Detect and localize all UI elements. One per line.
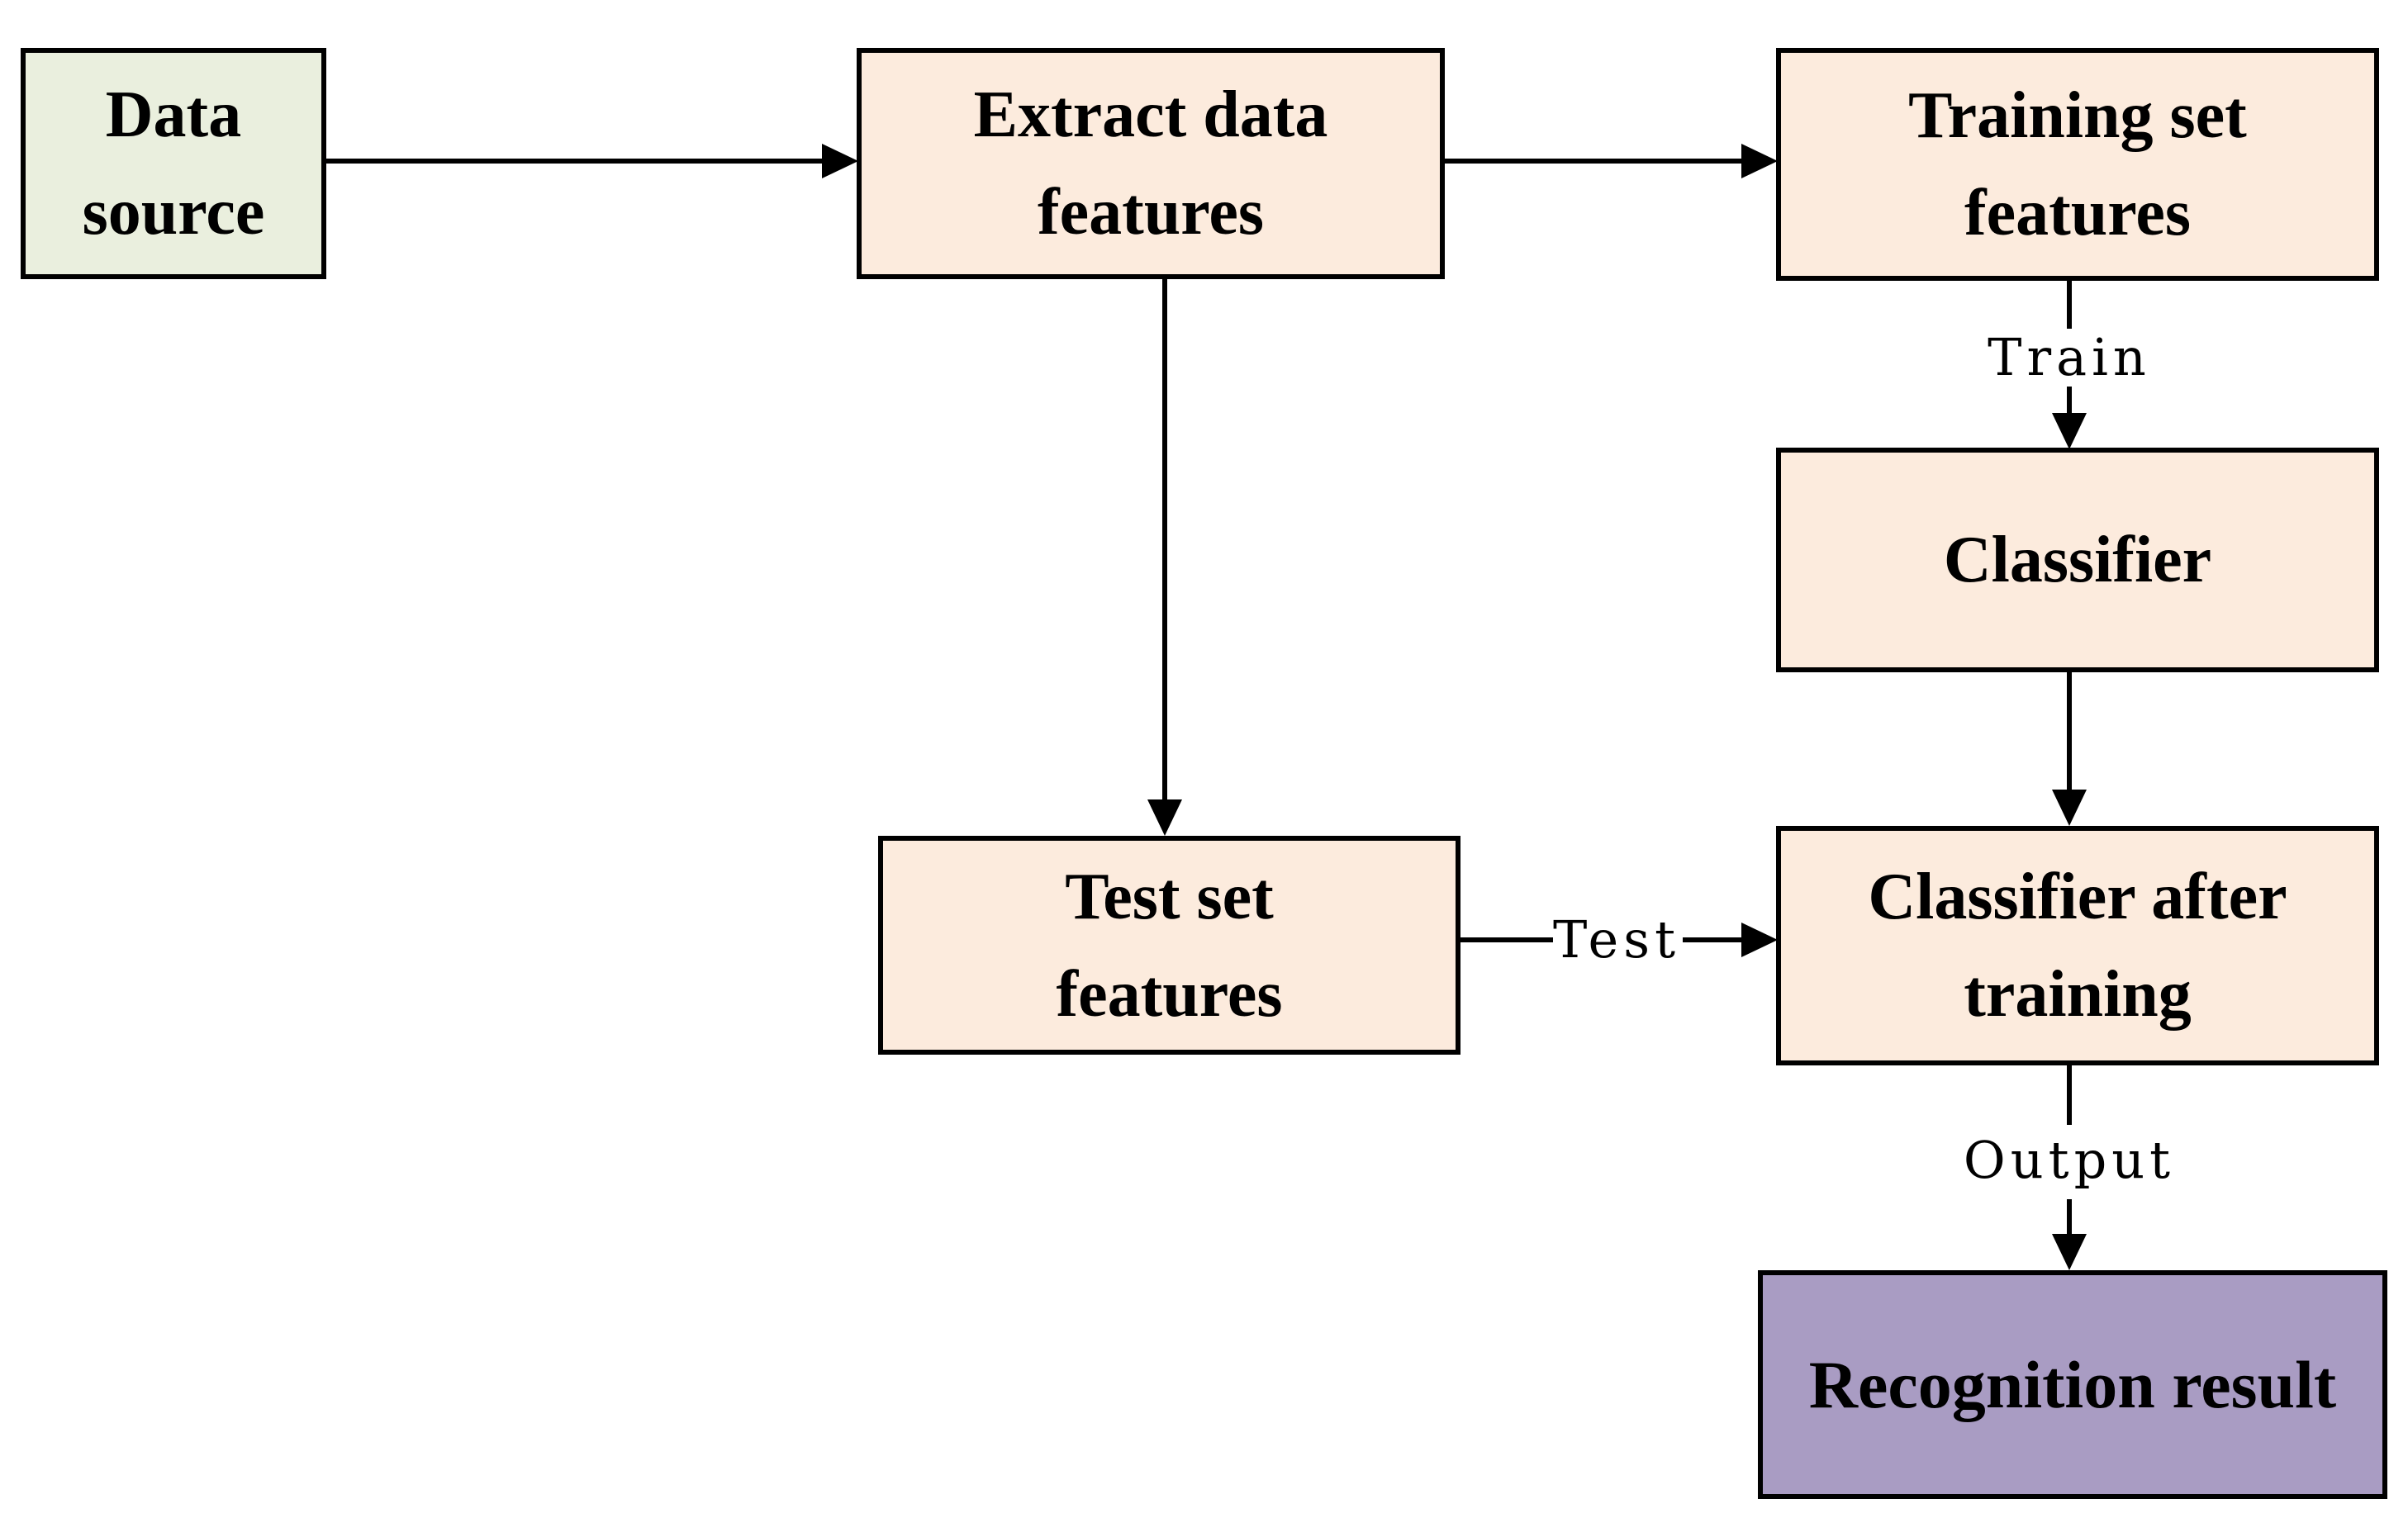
node-test-set-label-line1: Test set — [1065, 860, 1274, 933]
arrowhead-down-icon — [2052, 413, 2087, 449]
node-test-set-label-line2: features — [1056, 957, 1283, 1031]
arrow-extract-to-training-line — [1445, 159, 1743, 164]
node-classifier: Classifier — [1776, 448, 2379, 672]
arrowhead-right-icon — [1741, 144, 1778, 178]
arrow-extract-to-test-line — [1162, 279, 1167, 801]
node-recognition-label: Recognition result — [1808, 1346, 2337, 1422]
arrow-test-to-trained-line-right — [1683, 937, 1745, 942]
arrow-source-to-extract-line — [326, 159, 824, 164]
arrow-training-to-classifier-line-upper — [2067, 281, 2072, 329]
arrowhead-down-icon — [1147, 799, 1182, 836]
node-classifier-trained-label-line2: training — [1964, 958, 2192, 1031]
node-recognition-result: Recognition result — [1758, 1270, 2387, 1499]
node-training-set-label-line2: features — [1964, 177, 2191, 249]
node-data-source-label-line2: source — [82, 176, 265, 249]
arrowhead-right-icon — [822, 144, 858, 178]
node-training-set-features: Training set features — [1776, 48, 2379, 281]
edge-label-output: Output — [1963, 1130, 2176, 1190]
edge-label-train: Train — [1988, 327, 2151, 387]
arrowhead-right-icon — [1741, 923, 1778, 957]
node-classifier-trained-label-line1: Classifier after — [1868, 861, 2287, 933]
node-extract-label-line2: features — [1038, 176, 1264, 249]
node-extract-label-line1: Extract data — [973, 78, 1328, 151]
arrow-trained-to-result-line-lower — [2067, 1199, 2072, 1237]
node-classifier-after-training: Classifier after training — [1776, 826, 2379, 1065]
arrow-trained-to-result-line-upper — [2067, 1065, 2072, 1125]
arrowhead-down-icon — [2052, 790, 2087, 826]
node-test-set-features: Test set features — [878, 836, 1460, 1055]
node-data-source: Data source — [21, 48, 326, 279]
arrowhead-down-icon — [2052, 1234, 2087, 1270]
arrow-training-to-classifier-line-lower — [2067, 387, 2072, 416]
node-data-source-label-line1: Data — [105, 78, 242, 151]
arrow-classifier-to-trained-line — [2067, 672, 2072, 793]
node-training-set-label-line1: Training set — [1908, 79, 2247, 152]
node-classifier-label: Classifier — [1943, 524, 2212, 596]
edge-label-test: Test — [1553, 909, 1680, 970]
node-extract-data-features: Extract data features — [857, 48, 1445, 279]
arrow-test-to-trained-line-left — [1460, 937, 1553, 942]
